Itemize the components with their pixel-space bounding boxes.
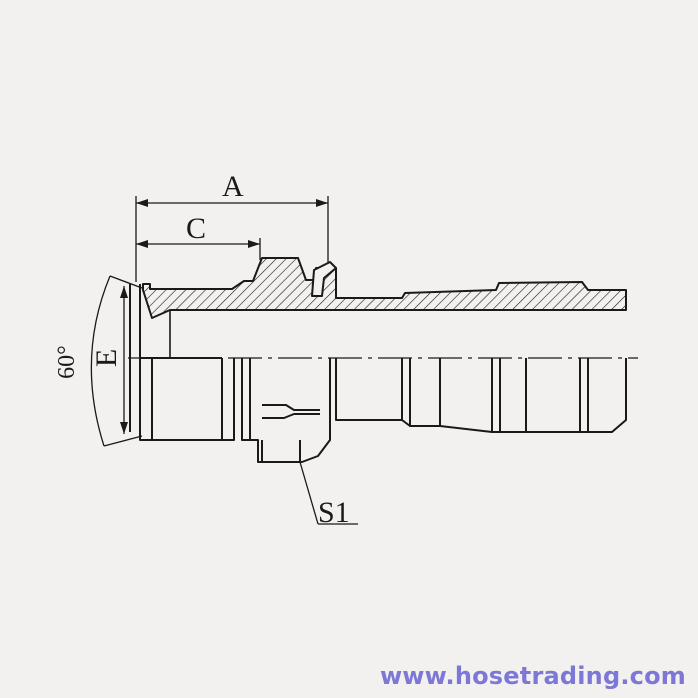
dimension-e-label: E	[90, 349, 123, 367]
hex-faces	[261, 404, 320, 462]
section-hatch-upper	[142, 257, 627, 319]
o-ring-groove	[311, 261, 337, 297]
angle-label: 60°	[54, 345, 80, 379]
dimension-c-label: C	[186, 212, 206, 245]
s1-leader	[299, 461, 319, 525]
thread-body	[140, 357, 222, 440]
watermark-url: www.hosetrading.com	[379, 662, 686, 690]
hex-nut-lower	[249, 358, 331, 463]
dimension-a-label: A	[222, 170, 244, 203]
barb-body-lower	[335, 358, 627, 433]
s1-label: S1	[318, 496, 350, 529]
neck	[221, 358, 251, 441]
barb-tapers	[410, 425, 580, 433]
angle-arc	[90, 275, 111, 447]
